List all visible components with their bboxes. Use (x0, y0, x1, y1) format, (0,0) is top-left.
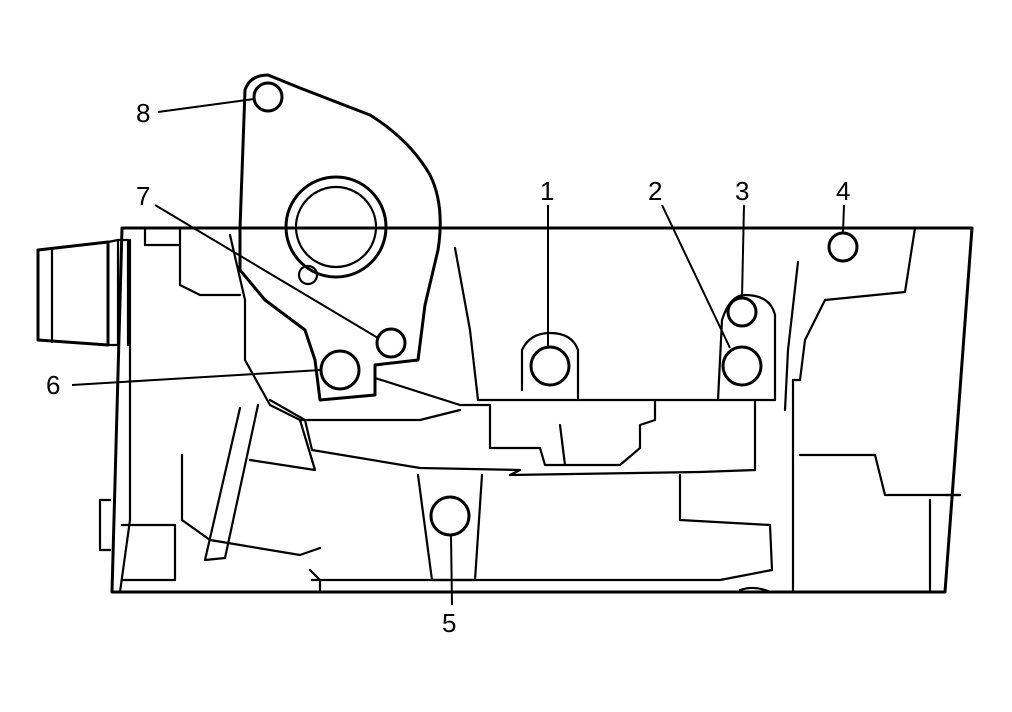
callout-label-7: 7 (136, 181, 150, 211)
callout-label-5: 5 (442, 608, 456, 638)
bolt-4 (827, 231, 859, 263)
pump-housing (238, 73, 442, 402)
callout-labels: 1 2 3 4 5 6 7 8 (46, 98, 850, 638)
bolt-6 (319, 349, 361, 391)
internal-ribs (98, 233, 777, 594)
callout-label-1: 1 (540, 176, 554, 206)
bolt-3 (726, 296, 758, 328)
bolt-holes (252, 81, 859, 537)
leader-lines (71, 98, 845, 606)
callout-label-2: 2 (648, 176, 662, 206)
housing-outline (110, 226, 974, 594)
inlet-pipe (36, 238, 130, 347)
callout-label-8: 8 (136, 98, 150, 128)
callout-label-3: 3 (735, 176, 749, 206)
bolt-8 (252, 81, 284, 113)
bolt-5 (429, 495, 471, 537)
bolt-7 (375, 327, 407, 359)
callout-label-4: 4 (836, 176, 850, 206)
callout-label-6: 6 (46, 370, 60, 400)
bolt-1 (529, 345, 571, 387)
bolt-2 (721, 345, 763, 387)
bolt-bosses (416, 293, 777, 582)
